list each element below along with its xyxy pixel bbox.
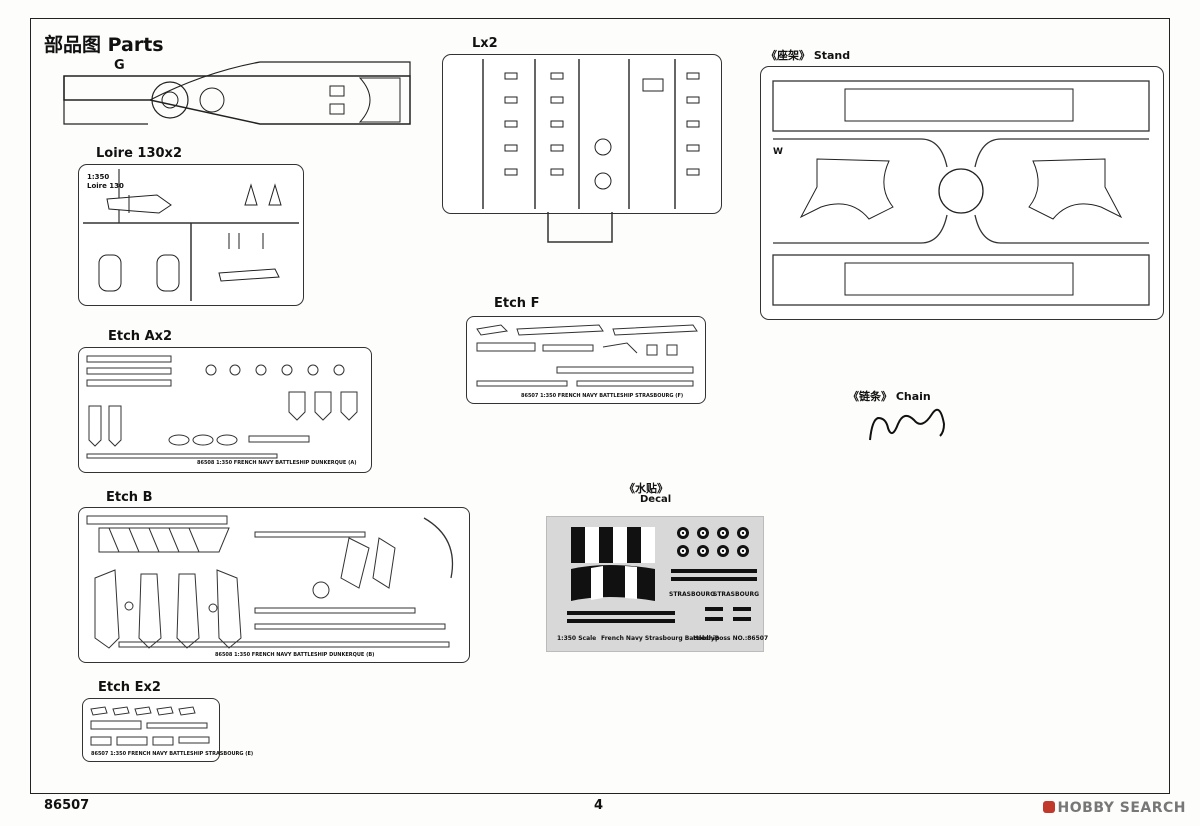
- section-label-loire: Loire 130x2: [96, 146, 182, 161]
- etch-e-parts: [90, 706, 210, 746]
- page-frame: [30, 18, 1170, 794]
- page-number: 4: [594, 798, 604, 813]
- etch-f-caption: 86507 1:350 FRENCH NAVY BATTLESHIP STRAS…: [521, 393, 684, 399]
- section-label-etch-b: Etch B: [106, 490, 153, 505]
- decal-footer-brand: HobbyBoss NO.:86507: [693, 635, 769, 642]
- etch-b-parts: [86, 515, 454, 649]
- loire-scale-text: 1:350: [87, 173, 110, 181]
- sprue-loire: 1:350 Loire 130: [78, 164, 304, 306]
- stand-w-text: W: [773, 147, 783, 157]
- sprue-stand: W: [760, 66, 1164, 320]
- decal-name-plate-1: STRASBOURG: [669, 591, 716, 598]
- decal-sheet: STRASBOURG STRASBOURG 1:350 Scale French…: [546, 516, 768, 652]
- stand-sprue-parts: [772, 80, 1150, 306]
- sprue-lx2: [442, 54, 722, 214]
- decal-footer-scale: 1:350 Scale: [557, 635, 597, 642]
- etch-f-parts: [476, 324, 698, 387]
- section-label-etch-a: Etch Ax2: [108, 329, 173, 344]
- watermark-logo-icon: [1042, 801, 1055, 813]
- section-label-chain: 《链条》 Chain: [848, 390, 931, 403]
- lx2-sprue-runners: [482, 59, 700, 209]
- etch-b-caption: 86508 1:350 FRENCH NAVY BATTLESHIP DUNKE…: [215, 652, 375, 658]
- section-label-g: G: [114, 58, 125, 73]
- decal-sheet-artwork: [567, 527, 757, 623]
- model-number: 86507: [44, 798, 90, 813]
- etch-sheet-b: 86508 1:350 FRENCH NAVY BATTLESHIP DUNKE…: [78, 507, 470, 663]
- page-title: 部品图 Parts: [44, 34, 164, 56]
- watermark-text: HOBBY SEARCH: [1057, 800, 1186, 816]
- section-label-lx2: Lx2: [472, 36, 498, 51]
- etch-sheet-f: 86507 1:350 FRENCH NAVY BATTLESHIP STRAS…: [466, 316, 706, 404]
- etch-sheet-e: 86507 1:350 FRENCH NAVY BATTLESHIP STRAS…: [82, 698, 253, 762]
- watermark: HOBBY SEARCH: [1042, 800, 1186, 816]
- etch-a-parts: [86, 355, 358, 459]
- section-label-decal: 《水贴》: [624, 482, 668, 495]
- section-label-etch-e: Etch Ex2: [98, 680, 161, 695]
- section-label-etch-f: Etch F: [494, 296, 540, 311]
- loire-sprue-runners: [83, 169, 299, 301]
- etch-sheet-a: 86508 1:350 FRENCH NAVY BATTLESHIP DUNKE…: [78, 347, 372, 473]
- section-label-decal-en: Decal: [640, 494, 672, 505]
- etch-e-caption: 86507 1:350 FRENCH NAVY BATTLESHIP STRAS…: [91, 751, 254, 757]
- section-label-stand: 《座架》 Stand: [766, 49, 851, 62]
- decal-name-plate-2: STRASBOURG: [713, 591, 760, 598]
- etch-a-caption: 86508 1:350 FRENCH NAVY BATTLESHIP DUNKE…: [197, 460, 357, 466]
- decal-footer-name: French Navy Strasbourg Battleship: [601, 635, 720, 642]
- loire-name-text: Loire 130: [87, 182, 124, 190]
